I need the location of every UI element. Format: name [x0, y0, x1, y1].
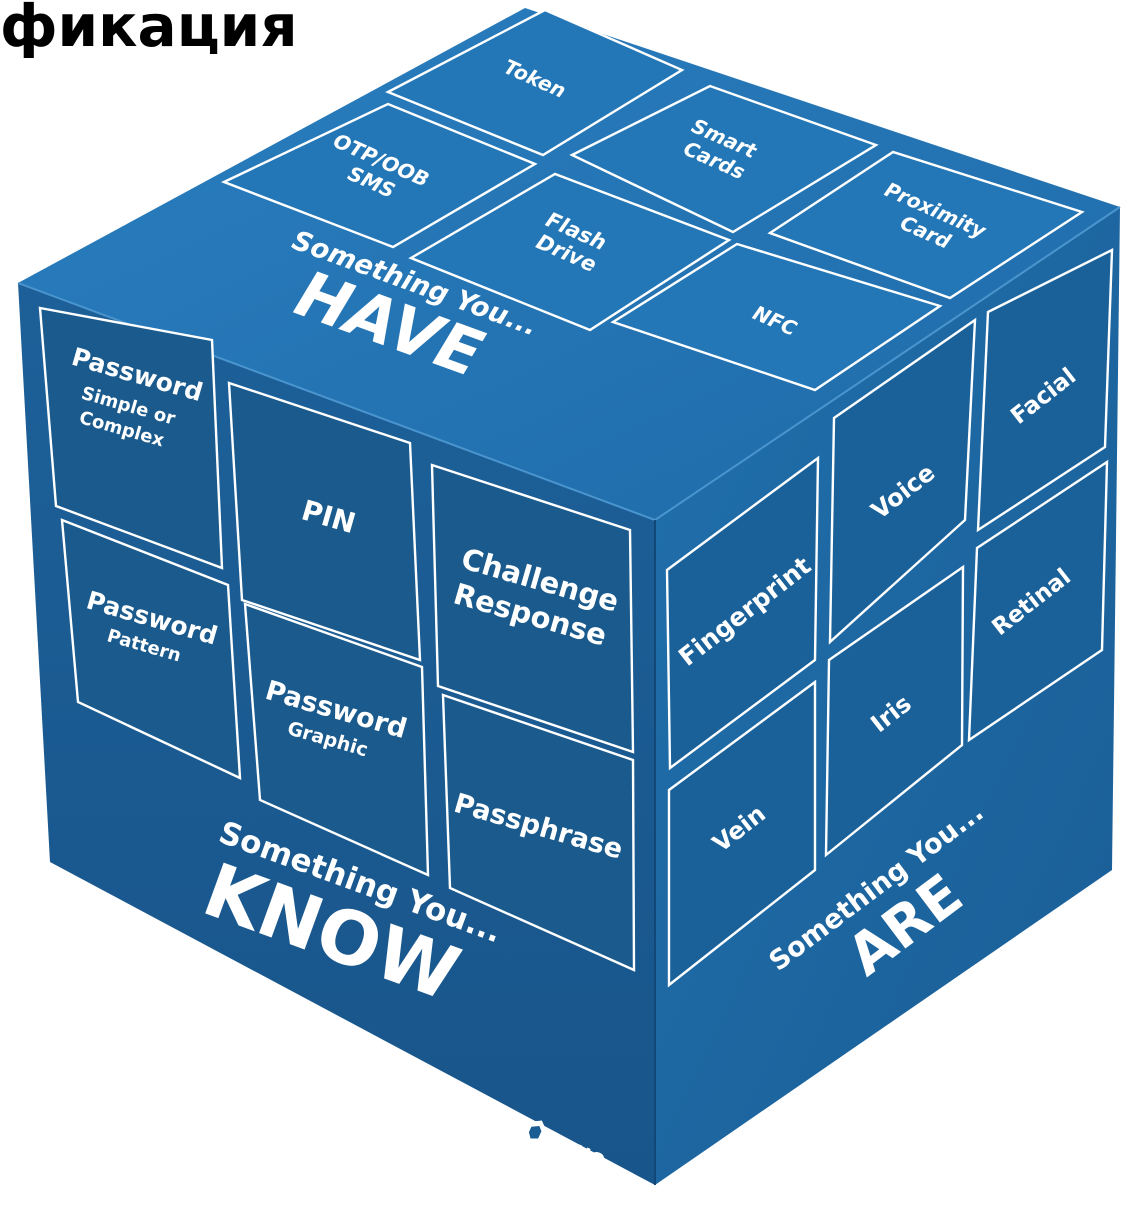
tile-smart-cards [569, 84, 879, 234]
tile-pin [227, 381, 422, 662]
tile-challenge-response [430, 463, 635, 754]
tile-otp-oob-sms [220, 102, 538, 249]
tile-password-simple [38, 306, 224, 570]
tile-passphrase [441, 693, 636, 972]
tile-retinal [967, 459, 1109, 743]
tile-nfc [610, 242, 943, 392]
have-tiles [220, 8, 1085, 392]
tile-iris [824, 564, 965, 858]
tile-flash-drive [408, 172, 732, 332]
tile-proximity-card [767, 150, 1085, 300]
know-tiles [38, 306, 636, 972]
are-tiles [665, 248, 1114, 988]
page-title: фикация [0, 0, 298, 60]
tile-voice [828, 317, 977, 645]
netiq-logo-icon [523, 1120, 547, 1144]
tile-token [385, 8, 685, 157]
tile-password-pattern [60, 518, 242, 780]
tile-facial [976, 248, 1114, 533]
tile-vein [667, 679, 817, 988]
tile-fingerprint [665, 455, 820, 771]
tile-password-graphic [243, 602, 430, 877]
